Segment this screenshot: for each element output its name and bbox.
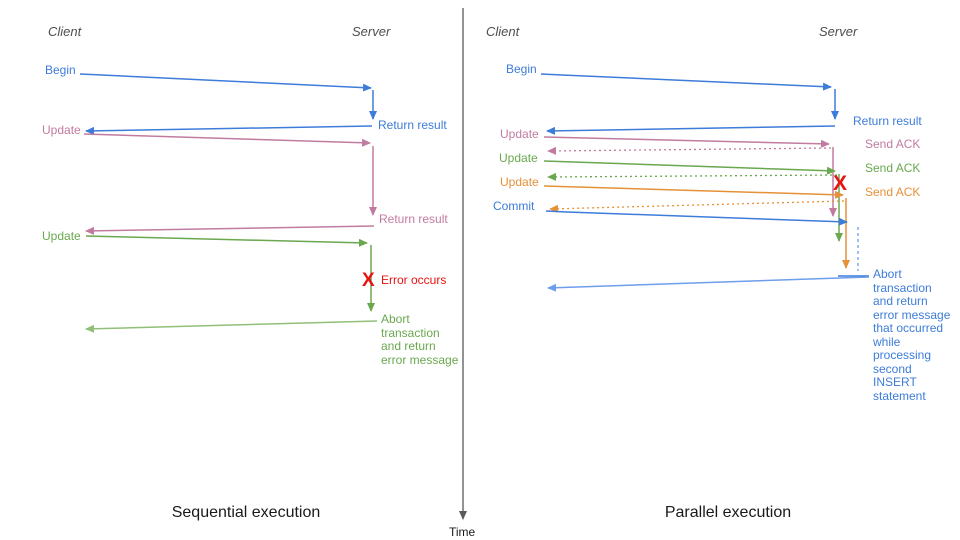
- par-update2-request-arrow: [543, 160, 836, 175]
- par-caption: Parallel execution: [664, 504, 792, 521]
- seq-update1-return-label: Return result: [379, 212, 448, 226]
- par-ack2-label: Send ACK: [865, 161, 921, 175]
- par-server-heading: Server: [819, 24, 858, 39]
- par-begin-return-arrow: [546, 125, 836, 135]
- par-client-heading: Client: [486, 24, 520, 39]
- par-update3-request-arrow: [543, 185, 844, 199]
- par-begin-request-arrow: [540, 73, 832, 91]
- seq-begin-return-label: Return result: [378, 118, 447, 132]
- par-ack1-dotted-arrow: [547, 146, 832, 155]
- seq-update1-return-arrow: [85, 225, 375, 235]
- par-abort-label: Abort transaction and return error messa…: [873, 267, 951, 403]
- seq-error-x-icon: X: [362, 270, 375, 291]
- seq-client-heading: Client: [48, 24, 82, 39]
- seq-begin-return-arrow: [85, 125, 373, 135]
- seq-abort-return-arrow: [85, 320, 378, 333]
- seq-begin-request-arrow: [79, 73, 372, 92]
- seq-update2-label: Update: [42, 229, 81, 243]
- par-update1-label: Update: [500, 127, 539, 141]
- seq-abort-label: Abort transaction and return error messa…: [381, 312, 459, 367]
- seq-update1-label: Update: [42, 123, 81, 137]
- par-ack1-label: Send ACK: [865, 137, 921, 151]
- seq-update2-request-arrow: [85, 235, 368, 247]
- par-error-x-icon: X: [833, 172, 848, 195]
- time-axis-label: Time: [449, 525, 476, 539]
- seq-update1-request-arrow: [83, 133, 371, 147]
- par-commit-request-arrow: [545, 210, 848, 226]
- par-begin-label: Begin: [506, 62, 537, 76]
- par-ack3-label: Send ACK: [865, 185, 921, 199]
- par-ack2-dotted-arrow: [547, 172, 838, 181]
- seq-error-label: Error occurs: [381, 273, 447, 287]
- seq-begin-label: Begin: [45, 63, 76, 77]
- par-update1-request-arrow: [543, 136, 830, 148]
- par-ack3-dotted-arrow: [549, 200, 845, 213]
- par-commit-label: Commit: [493, 199, 535, 213]
- seq-server-heading: Server: [352, 24, 391, 39]
- par-begin-return-label: Return result: [853, 114, 922, 128]
- seq-caption: Sequential execution: [171, 504, 321, 521]
- par-update2-label: Update: [499, 151, 538, 165]
- par-abort-return-arrow: [547, 276, 870, 292]
- par-update3-label: Update: [500, 175, 539, 189]
